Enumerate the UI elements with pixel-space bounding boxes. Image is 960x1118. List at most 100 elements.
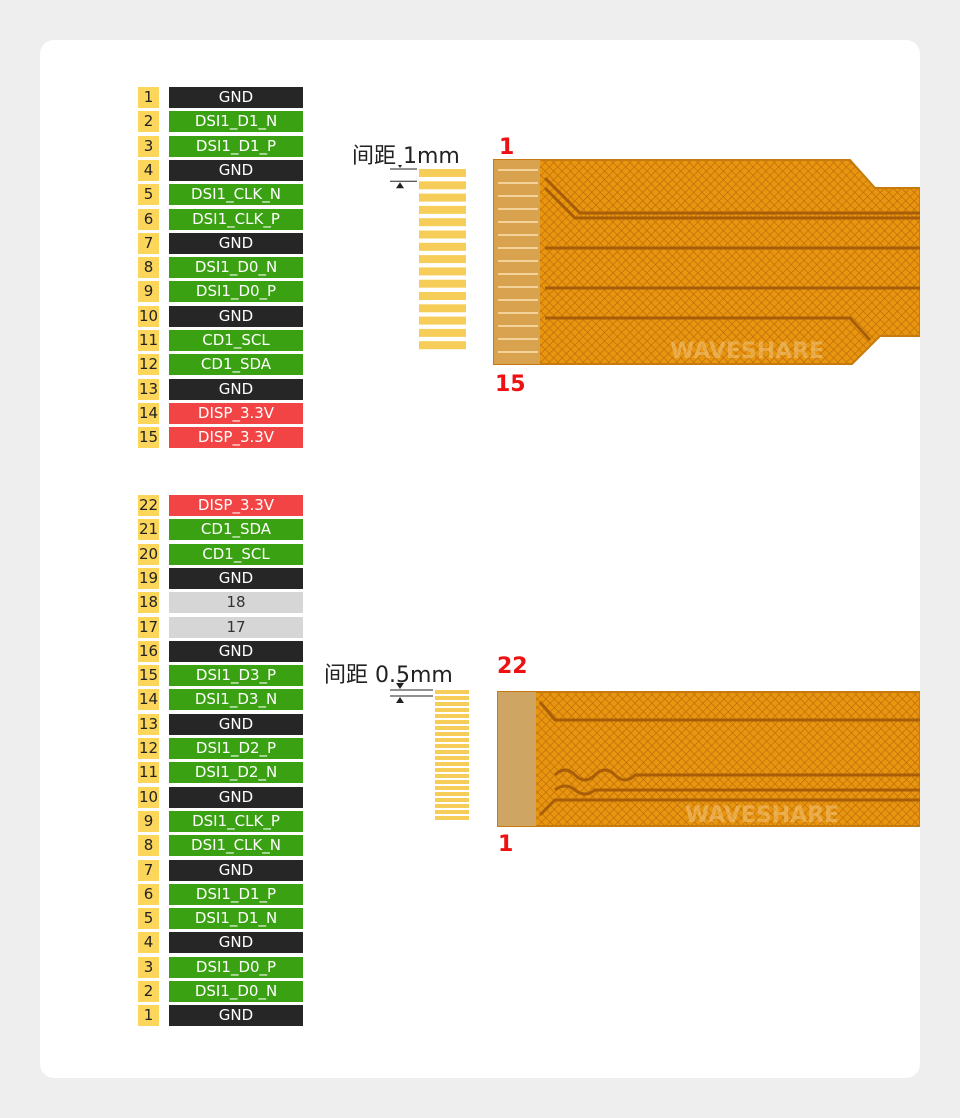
pin-signal-label: GND — [169, 859, 303, 881]
contact-pad — [435, 744, 469, 748]
pin-number: 11 — [138, 762, 159, 784]
pin-number: 1 — [138, 87, 159, 108]
pin-row: 8 DSI1_D0_N — [138, 257, 304, 279]
pin-number: 7 — [138, 859, 159, 881]
pin-signal-label: GND — [169, 567, 303, 589]
pin-number: 14 — [138, 402, 159, 424]
pin-signal-label: DSI1_CLK_N — [169, 835, 303, 857]
contact-pad — [435, 780, 469, 784]
contact-pad — [419, 292, 466, 300]
contact-pad — [419, 230, 466, 239]
contact-pad — [435, 732, 469, 736]
pin-signal-label: GND — [169, 159, 303, 181]
pin-signal-label: DSI1_D3_N — [169, 689, 303, 711]
pitch-label-05mm: 间距 0.5mm — [324, 663, 453, 688]
contact-pad — [435, 774, 469, 778]
contact-pad — [435, 750, 469, 754]
pin-signal-label: 18 — [169, 592, 303, 614]
fpc-cable-15pin: WAVESHARE — [493, 159, 920, 365]
pin-number: 1 — [138, 1005, 159, 1027]
pin-signal-label: DSI1_D1_P — [169, 883, 303, 905]
pin-number: 8 — [138, 835, 159, 857]
pin-signal-label: DSI1_D1_P — [169, 135, 303, 157]
pin-signal-label: DSI1_D0_P — [169, 281, 303, 303]
pin-number: 5 — [138, 908, 159, 930]
pin-signal-label: DSI1_CLK_P — [169, 208, 303, 230]
pin-number: 13 — [138, 378, 159, 400]
pin-signal-label: DSI1_CLK_N — [169, 184, 303, 206]
pin-number: 5 — [138, 184, 159, 206]
pin-row: 10 GND — [138, 786, 304, 808]
contact-pad — [435, 804, 469, 808]
pin-number: 12 — [138, 738, 159, 759]
contact-pad — [435, 786, 469, 790]
contact-pad — [435, 696, 469, 700]
pin-signal-label: DSI1_D0_N — [169, 257, 303, 279]
pin-signal-label: CD1_SCL — [169, 330, 303, 351]
contact-pad — [435, 708, 469, 712]
pin-mark-last-22: 1 — [498, 832, 514, 857]
pin-signal-label: GND — [169, 786, 303, 808]
contact-pad — [435, 792, 469, 796]
contact-pad — [419, 205, 466, 214]
watermark: WAVESHARE — [670, 339, 824, 364]
pin-number: 15 — [138, 427, 159, 449]
pin-number: 9 — [138, 810, 159, 832]
fpc-cable-22pin: WAVESHARE — [497, 691, 920, 828]
contact-pad — [435, 738, 469, 742]
pin-signal-label: GND — [169, 640, 303, 662]
pin-signal-label: DSI1_D0_N — [169, 981, 303, 1002]
pin-signal-label: GND — [169, 713, 303, 735]
pin-signal-label: DISP_3.3V — [169, 427, 303, 449]
watermark: WAVESHARE — [685, 803, 839, 828]
pin-row: 15 DISP_3.3V — [138, 427, 304, 449]
contact-pad — [435, 756, 469, 760]
pin-signal-label: DSI1_D3_P — [169, 665, 303, 687]
contact-pad — [419, 181, 466, 190]
contact-pad — [419, 279, 466, 288]
pin-number: 10 — [138, 786, 159, 808]
contact-pad — [419, 193, 466, 202]
pin-signal-label: DSI1_D0_P — [169, 956, 303, 978]
pin-signal-label: DSI1_D2_P — [169, 738, 303, 759]
contact-pad — [435, 702, 469, 706]
contact-strip-1mm — [390, 165, 466, 350]
contact-pad — [419, 255, 466, 264]
pin-number: 3 — [138, 135, 159, 157]
pin-signal-label: GND — [169, 87, 303, 108]
contact-pad — [419, 242, 466, 251]
pin-number: 7 — [138, 232, 159, 254]
pin-number: 3 — [138, 956, 159, 978]
pin-row: 8 DSI1_CLK_N — [138, 835, 304, 857]
pin-signal-label: CD1_SCL — [169, 543, 303, 565]
pin-number: 4 — [138, 932, 159, 954]
pin-signal-label: GND — [169, 305, 303, 327]
contact-pad — [419, 169, 466, 177]
pin-number: 8 — [138, 257, 159, 279]
pin-row: 7 GND — [138, 859, 304, 881]
pin-number: 13 — [138, 713, 159, 735]
contact-pad — [419, 304, 466, 313]
pin-row: 5 DSI1_CLK_N — [138, 184, 304, 206]
pin-signal-label: CD1_SDA — [169, 354, 303, 376]
contact-pad — [419, 267, 466, 276]
pin-signal-label: DSI1_D1_N — [169, 111, 303, 133]
